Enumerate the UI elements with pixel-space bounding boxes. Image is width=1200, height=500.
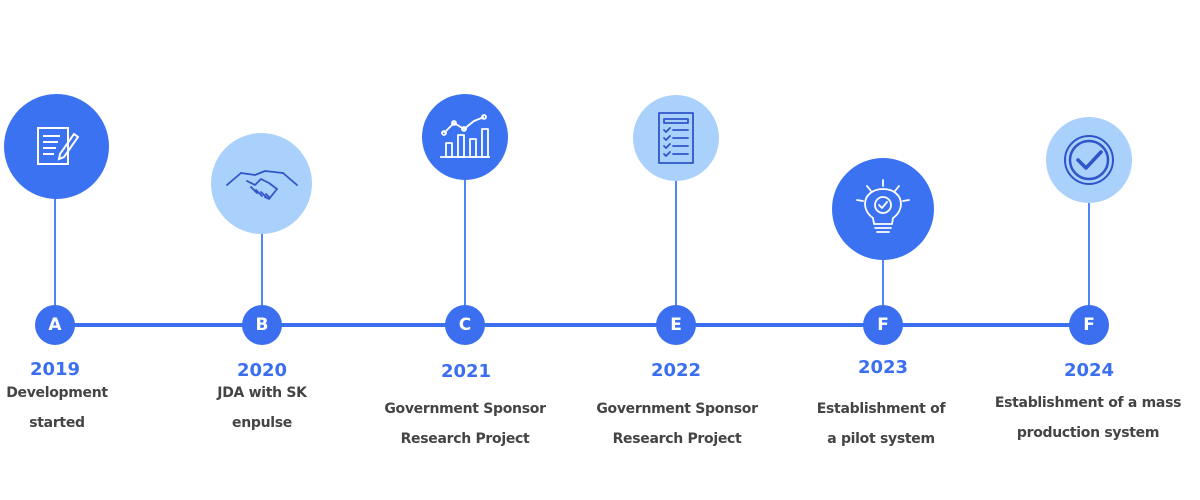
milestone-year: 2020 — [236, 360, 288, 381]
description-line: enpulse — [232, 415, 292, 431]
milestone-icon-circle — [633, 95, 719, 181]
description-line: started — [29, 415, 85, 431]
checklist-icon — [658, 112, 694, 164]
milestone-description: Establishment of a mass production syste… — [994, 388, 1182, 448]
description-line: Research Project — [400, 431, 530, 447]
milestone-year: 2019 — [29, 359, 81, 380]
growth-chart-icon — [440, 114, 490, 158]
timeline-axis — [55, 323, 1089, 327]
milestone-description: Development started — [6, 378, 108, 438]
milestone-description: Government Sponsor Research Project — [384, 394, 546, 454]
connector-line — [882, 255, 884, 325]
description-line: Establishment of — [816, 401, 946, 417]
description-line: production system — [1016, 425, 1160, 441]
milestone-year: 2021 — [440, 361, 492, 382]
connector-line — [54, 190, 56, 325]
milestone-icon-circle — [211, 133, 312, 234]
milestone-marker: F — [863, 305, 903, 345]
milestone-marker: B — [242, 305, 282, 345]
description-line: Government Sponsor — [384, 401, 546, 417]
milestone-description: Establishment of a pilot system — [816, 394, 946, 454]
milestone-description: Government Sponsor Research Project — [596, 394, 758, 454]
description-line: Research Project — [612, 431, 742, 447]
check-circle-icon — [1064, 135, 1114, 185]
description-line: a pilot system — [827, 431, 935, 447]
connector-line — [1088, 198, 1090, 325]
handshake-icon — [225, 169, 298, 200]
milestone-marker: F — [1069, 305, 1109, 345]
description-line: Development — [6, 385, 108, 401]
milestone-icon-circle — [422, 94, 508, 180]
milestone-marker: E — [656, 305, 696, 345]
milestone-year: 2022 — [650, 360, 702, 381]
description-line: Establishment of a mass — [994, 395, 1182, 411]
lightbulb-icon — [856, 179, 910, 233]
milestone-marker: A — [35, 305, 75, 345]
milestone-icon-circle — [832, 158, 934, 260]
milestone-year: 2023 — [857, 357, 909, 378]
milestone-icon-circle — [4, 94, 109, 199]
connector-line — [261, 230, 263, 325]
document-edit-icon — [36, 126, 79, 165]
milestone-year: 2024 — [1063, 360, 1115, 381]
description-line: Government Sponsor — [596, 401, 758, 417]
description-line: JDA with SK — [217, 385, 307, 401]
connector-line — [675, 178, 677, 325]
milestone-icon-circle — [1046, 117, 1132, 203]
milestone-description: JDA with SK enpulse — [217, 378, 307, 438]
connector-line — [464, 175, 466, 325]
milestone-marker: C — [445, 305, 485, 345]
